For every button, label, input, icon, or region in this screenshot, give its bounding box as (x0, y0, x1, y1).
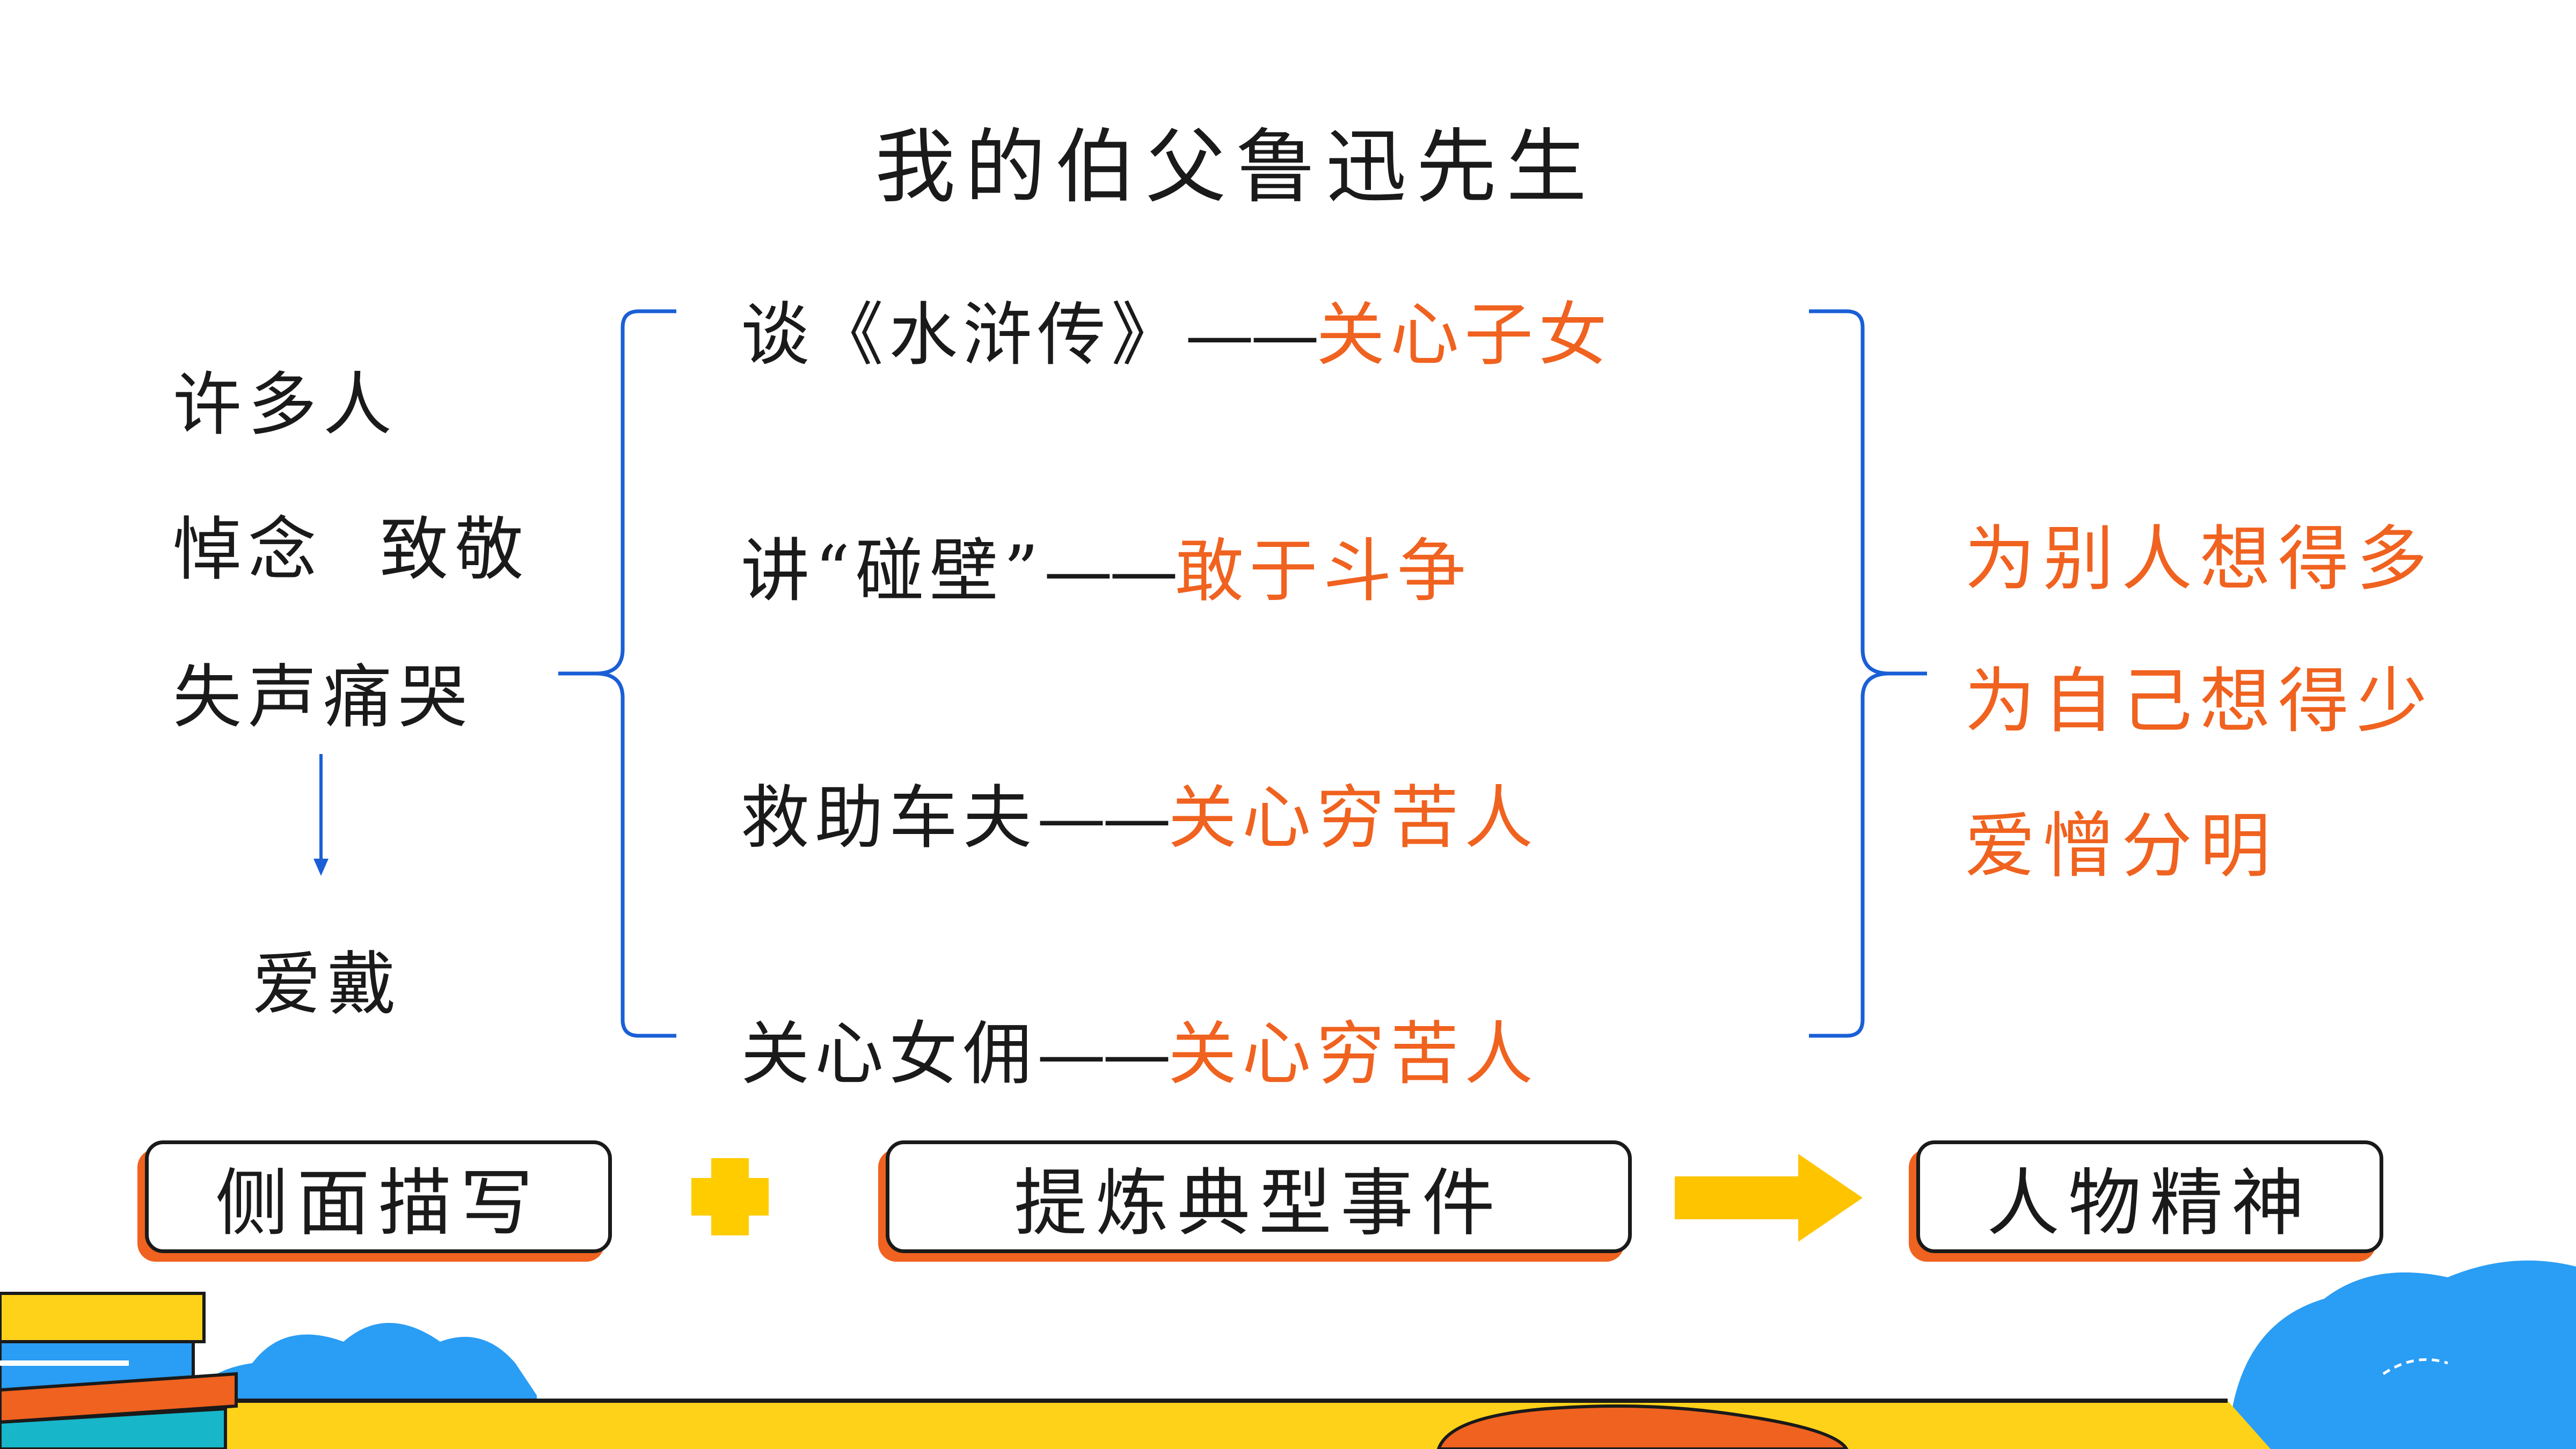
plus-icon (691, 1158, 769, 1235)
event-text: 讲“碰壁” (741, 531, 1044, 611)
event-row: 讲“碰壁”——敢于斗争 (741, 515, 1471, 614)
down-arrow-icon (313, 754, 329, 876)
summary-line-love-hate: 爱憎分明 (1965, 805, 2278, 888)
box-character-spirit: 人物精神 (1916, 1140, 2383, 1253)
event-dash: —— (1037, 778, 1171, 858)
box-typical-events: 提炼典型事件 (886, 1140, 1632, 1253)
event-dash: —— (1043, 531, 1178, 611)
left-line-many-people: 许多人 (173, 365, 399, 445)
left-line-weep: 失声痛哭 (173, 657, 474, 737)
event-text: 关心女佣 (741, 1014, 1038, 1094)
page-title: 我的伯父鲁迅先生 (875, 121, 1597, 214)
left-brace (558, 309, 676, 1038)
event-quality: 关心子女 (1316, 295, 1613, 375)
summary-line-think-others: 为别人想得多 (1965, 518, 2435, 601)
event-quality: 敢于斗争 (1174, 531, 1471, 611)
left-result-love: 爱戴 (252, 945, 403, 1024)
event-text: 救助车夫 (741, 778, 1038, 858)
bottom-decoration (0, 1260, 2576, 1449)
event-dash: —— (1185, 295, 1319, 375)
summary-line-think-self: 为自己想得少 (1965, 660, 2435, 743)
event-row: 关心女佣——关心穷苦人 (741, 998, 1538, 1097)
event-row: 救助车夫——关心穷苦人 (741, 762, 1538, 861)
event-row: 谈《水浒传》——关心子女 (741, 279, 1612, 378)
left-line-mourn-salute: 悼念 致敬 (173, 510, 530, 590)
event-text: 谈《水浒传》 (741, 295, 1186, 375)
box-side-description: 侧面描写 (145, 1140, 612, 1253)
right-brace (1809, 309, 1927, 1038)
event-quality: 关心穷苦人 (1168, 778, 1539, 858)
right-arrow-icon (1675, 1154, 1863, 1242)
event-dash: —— (1037, 1014, 1171, 1094)
event-quality: 关心穷苦人 (1168, 1014, 1539, 1094)
